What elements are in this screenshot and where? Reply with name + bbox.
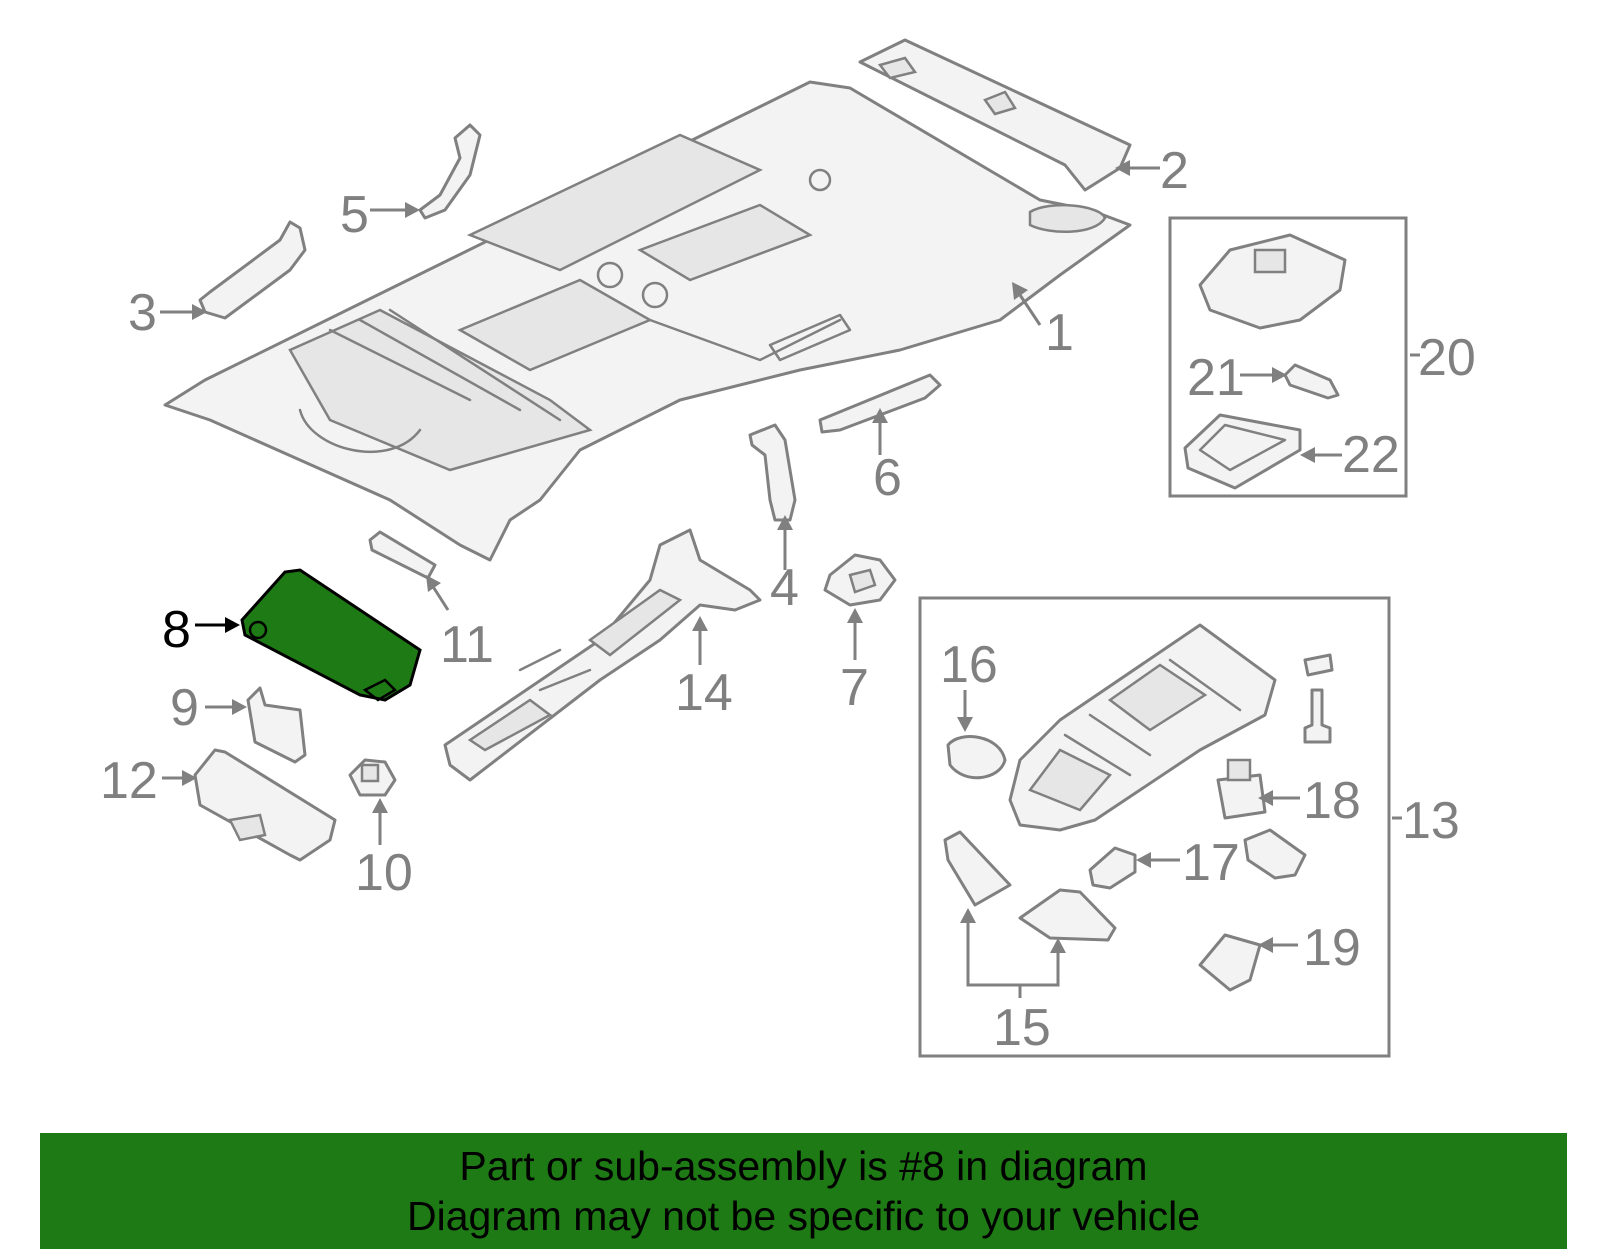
callout-19: 19 xyxy=(1303,919,1361,977)
callout-10: 10 xyxy=(355,844,413,902)
part-9-cover[interactable] xyxy=(246,686,307,764)
callout-14: 14 xyxy=(675,664,733,722)
callout-21: 21 xyxy=(1187,349,1245,407)
box-13 xyxy=(918,596,1391,1058)
callout-12: 12 xyxy=(100,752,158,810)
part-22-lens[interactable] xyxy=(1183,413,1302,490)
callout-20: 20 xyxy=(1418,329,1476,387)
part-7-bracket[interactable] xyxy=(823,553,897,607)
callout-11: 11 xyxy=(440,616,494,674)
part-5-grab-handle[interactable] xyxy=(418,123,482,220)
callout-6: 6 xyxy=(873,449,902,507)
part-12-mirror[interactable] xyxy=(193,748,337,862)
callout-7: 7 xyxy=(840,659,869,717)
part-14-console[interactable] xyxy=(443,528,762,782)
part-1-headliner[interactable] xyxy=(163,80,1132,562)
callout-5: 5 xyxy=(340,186,369,244)
callout-2: 2 xyxy=(1160,142,1189,200)
callout-lines xyxy=(160,160,1420,998)
part-21-bulb[interactable] xyxy=(1283,363,1340,400)
part-4-pillar-trim[interactable] xyxy=(748,423,797,522)
banner-line-1: Part or sub-assembly is #8 in diagram xyxy=(459,1143,1148,1189)
part-10-clip[interactable] xyxy=(348,758,397,797)
part-13-overhead-console[interactable] xyxy=(1008,623,1277,832)
part-20-map-light[interactable] xyxy=(1198,233,1347,330)
screw xyxy=(1303,653,1334,744)
callout-17: 17 xyxy=(1182,834,1240,892)
part-15-lens[interactable] xyxy=(943,830,1117,942)
callout-22: 22 xyxy=(1342,426,1400,484)
part-18-switch[interactable] xyxy=(1216,758,1267,820)
part-16-bulb[interactable] xyxy=(946,735,1007,780)
callout-8: 8 xyxy=(162,601,191,659)
callout-16: 16 xyxy=(940,636,998,694)
box-20 xyxy=(1168,216,1408,498)
info-banner: Part or sub-assembly is #8 in diagram Di… xyxy=(40,1133,1567,1249)
callout-9: 9 xyxy=(170,679,199,737)
part-6-handle[interactable] xyxy=(818,373,942,434)
part-17-bulb[interactable] xyxy=(1088,828,1307,890)
banner-line-2: Diagram may not be specific to your vehi… xyxy=(406,1193,1200,1239)
callout-18: 18 xyxy=(1303,772,1361,830)
part-11-clip[interactable] xyxy=(368,530,437,580)
part-19-connector[interactable] xyxy=(1198,933,1262,992)
callout-4: 4 xyxy=(770,559,799,617)
part-8-sun-visor[interactable] xyxy=(240,568,422,702)
callout-13: 13 xyxy=(1402,792,1460,850)
callout-1: 1 xyxy=(1045,304,1074,362)
callout-15: 15 xyxy=(993,999,1051,1057)
callout-3: 3 xyxy=(128,284,157,342)
part-3-grab-handle[interactable] xyxy=(198,220,307,320)
